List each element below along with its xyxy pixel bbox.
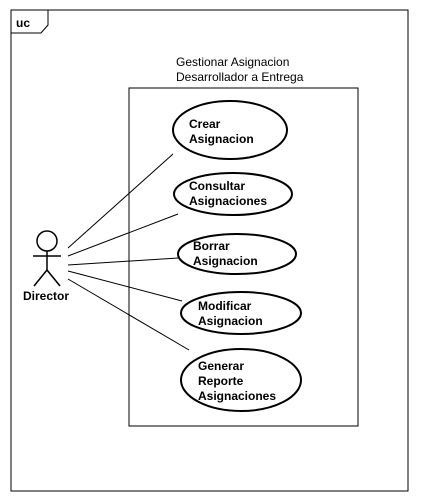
- frame-tag-box: [11, 9, 49, 34]
- use-case-ellipse: [180, 348, 302, 412]
- use-case-label: Consultar: [189, 179, 245, 193]
- association-borrar: [67, 257, 179, 266]
- use-case-ellipse: [180, 291, 302, 335]
- actor-head: [36, 230, 58, 252]
- use-case-label: Asignacion: [189, 132, 254, 146]
- association-modificar: [67, 270, 183, 302]
- use-case-label: Crear: [189, 117, 221, 131]
- system-name-line-2: Desarrollador a Entrega: [176, 70, 304, 84]
- use-case-ellipse: [177, 233, 297, 275]
- use-case-modificar-asignacion: Modificar Asignacion: [180, 291, 302, 335]
- use-case-crear-asignacion: Crear Asignacion: [172, 100, 288, 160]
- use-case-label: Reporte: [198, 374, 244, 388]
- use-case-consultar-asignaciones: Consultar Asignaciones: [173, 172, 293, 216]
- system-boundary: [128, 87, 359, 427]
- use-case-label: Borrar: [193, 239, 230, 253]
- use-case-label: Asignaciones: [198, 389, 276, 403]
- actor-right-leg: [46, 269, 61, 287]
- association-generar: [67, 278, 190, 351]
- use-case-label: Asignacion: [198, 314, 263, 328]
- actor-label: Director: [23, 289, 69, 303]
- system-name-line-1: Gestionar Asignacion: [176, 55, 289, 69]
- use-case-label: Modificar: [198, 299, 252, 313]
- use-case-generar-reporte-asignaciones: Generar Reporte Asignaciones: [180, 348, 302, 412]
- use-case-label: Asignacion: [193, 254, 258, 268]
- association-consultar: [67, 213, 179, 257]
- use-case-ellipse: [172, 100, 288, 160]
- use-case-borrar-asignacion: Borrar Asignacion: [177, 233, 297, 275]
- frame-tag: uc: [16, 16, 30, 30]
- use-case-ellipse: [173, 172, 293, 216]
- actor-director: [33, 230, 61, 287]
- use-case-label: Asignaciones: [189, 194, 267, 208]
- use-case-label: Generar: [198, 359, 244, 373]
- association-crear: [67, 153, 174, 249]
- actor-left-leg: [33, 269, 48, 287]
- frame-border: [10, 9, 409, 492]
